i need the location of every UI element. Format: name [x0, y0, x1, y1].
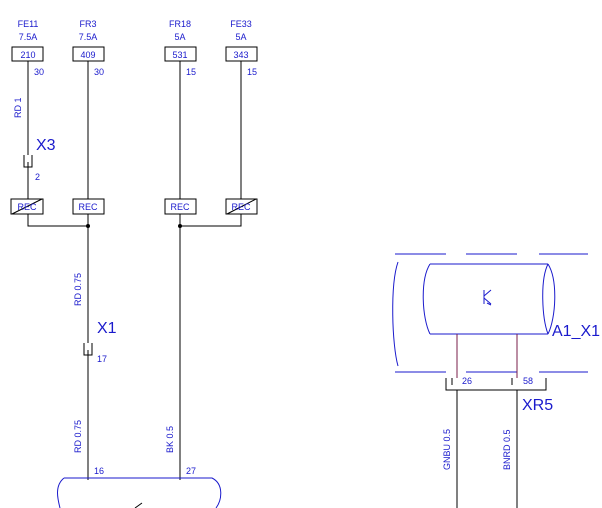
module-name: A1_X1 — [552, 323, 600, 340]
module-body — [422, 263, 556, 335]
bottom-pin-right: 27 — [186, 466, 196, 476]
connector-x3-symbol — [23, 155, 33, 168]
module-left-curve — [392, 261, 399, 367]
fuse-id: FR18 — [169, 19, 191, 29]
wire-label-rd1: RD 1 — [13, 97, 23, 118]
bottom-pin-left: 16 — [94, 466, 104, 476]
connector-x1-name: X1 — [97, 320, 117, 337]
fuse-pin: 30 — [34, 67, 44, 77]
rec-box-1[interactable]: REC — [10, 198, 44, 215]
rec-box-4[interactable]: REC — [225, 198, 258, 215]
connector-x3-pin: 2 — [35, 172, 40, 182]
fuse-id: FE33 — [230, 19, 252, 29]
rec-slash — [226, 198, 257, 215]
fuse-pin: 30 — [94, 67, 104, 77]
fuse-fr18[interactable]: FR18 5A 531 15 — [164, 19, 197, 77]
fuse-rating: 7.5A — [19, 32, 38, 42]
fuse-pin: 15 — [247, 67, 257, 77]
connector-xr5-bracket — [445, 378, 547, 391]
connector-x1[interactable]: X1 17 — [83, 320, 117, 364]
fuse-code: 409 — [80, 50, 95, 60]
connector-x1-pin: 17 — [97, 354, 107, 364]
fuse-code: 210 — [20, 50, 35, 60]
wire-label-upper: RD 0.75 — [73, 273, 83, 306]
rec-label: REC — [17, 202, 37, 212]
fuse-fe33[interactable]: FE33 5A 343 15 — [225, 19, 258, 77]
wire-label-bottom-right: BK 0.5 — [165, 426, 175, 453]
rec-box-3[interactable]: REC — [164, 198, 197, 215]
wire-label-bottom-left: RD 0.75 — [73, 420, 83, 453]
wire-label-gnbu: GNBU 0.5 — [442, 429, 452, 470]
fuse-rating: 5A — [235, 32, 246, 42]
connector-x3[interactable]: X3 2 — [23, 137, 56, 182]
connector-x1-symbol — [83, 343, 93, 356]
rec-label: REC — [231, 202, 251, 212]
connector-xr5-name: XR5 — [522, 397, 553, 414]
rec-slash — [11, 198, 43, 215]
fuse-rating: 7.5A — [79, 32, 98, 42]
fuse-rating: 5A — [174, 32, 185, 42]
fuse-id: FR3 — [79, 19, 96, 29]
fuse-code: 343 — [233, 50, 248, 60]
transistor-icon — [483, 289, 492, 306]
connector-xr5-pin-58: 58 — [523, 376, 533, 386]
fuse-code: 531 — [172, 50, 187, 60]
fuse-fr3[interactable]: FR3 7.5A 409 30 — [72, 19, 105, 77]
connector-xr5[interactable]: 26 58 XR5 — [445, 376, 553, 414]
module-a1x1[interactable]: A1_X1 — [392, 253, 600, 373]
join-right-pair — [179, 214, 242, 227]
join-left-pair — [27, 214, 89, 227]
connector-xr5-pin-26: 26 — [462, 376, 472, 386]
bottom-module-outline — [57, 477, 222, 508]
rec-label: REC — [170, 202, 190, 212]
connector-x3-name: X3 — [36, 137, 56, 154]
wire-label-bnrd: BNRD 0.5 — [502, 429, 512, 470]
rec-label: REC — [78, 202, 98, 212]
rec-box-2[interactable]: REC — [72, 198, 105, 215]
fuse-pin: 15 — [186, 67, 196, 77]
fuse-fe11[interactable]: FE11 7.5A 210 30 — [11, 19, 44, 77]
fuse-id: FE11 — [18, 19, 39, 29]
bottom-module-mark — [134, 502, 143, 508]
